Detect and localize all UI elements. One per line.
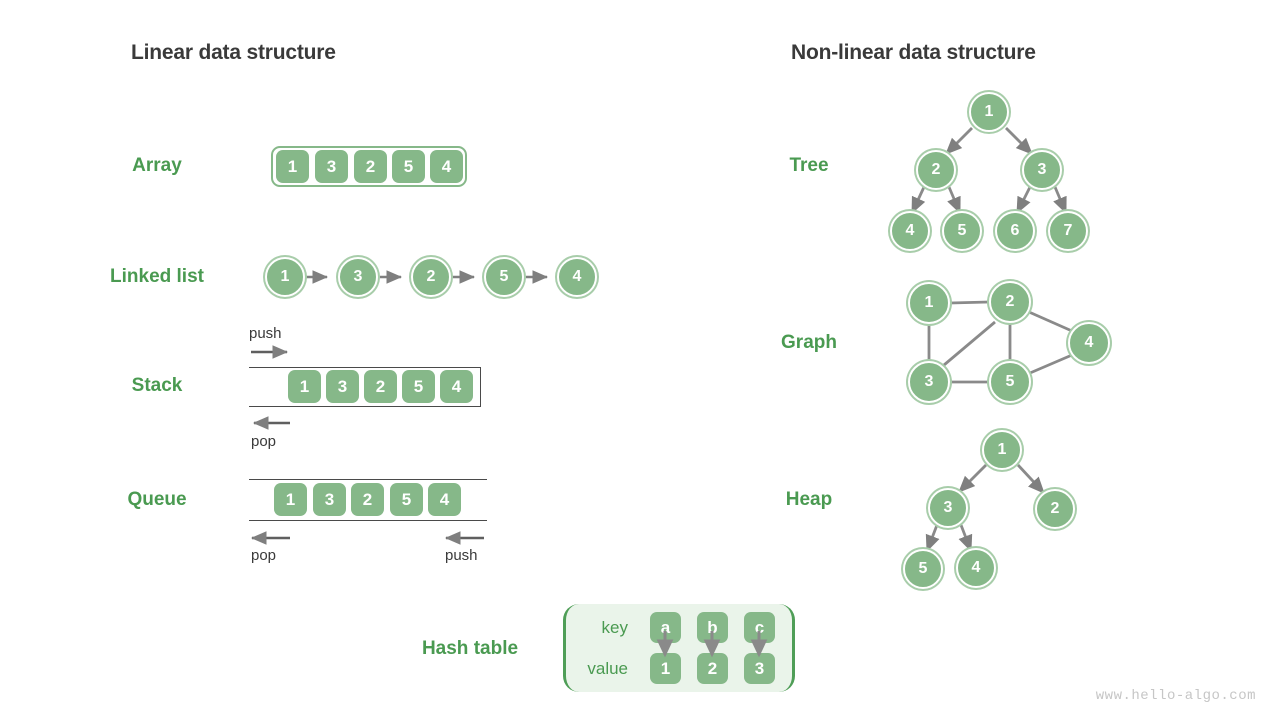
array-cell[interactable]: 2 bbox=[354, 150, 387, 183]
row-label-stack: Stack bbox=[131, 375, 183, 396]
tree-node-root[interactable]: 1 bbox=[969, 92, 1009, 132]
heap-node-root[interactable]: 1 bbox=[982, 430, 1022, 470]
stack-cell[interactable]: 2 bbox=[364, 370, 397, 403]
queue-cell[interactable]: 1 bbox=[274, 483, 307, 516]
stack-push-label: push bbox=[249, 325, 282, 342]
hash-value-cell[interactable]: 3 bbox=[744, 653, 775, 684]
watermark: www.hello-algo.com bbox=[1095, 688, 1256, 704]
linked-list-node[interactable]: 4 bbox=[557, 257, 597, 297]
stack-cell[interactable]: 1 bbox=[288, 370, 321, 403]
stack-cell[interactable]: 5 bbox=[402, 370, 435, 403]
graph-node[interactable]: 3 bbox=[908, 361, 950, 403]
hash-key-cell[interactable]: c bbox=[744, 612, 775, 643]
linked-list-node[interactable]: 3 bbox=[338, 257, 378, 297]
hash-value-cell[interactable]: 1 bbox=[650, 653, 681, 684]
heap-node[interactable]: 5 bbox=[903, 549, 943, 589]
array-cell[interactable]: 1 bbox=[276, 150, 309, 183]
linked-list-node[interactable]: 5 bbox=[484, 257, 524, 297]
graph-node[interactable]: 5 bbox=[989, 361, 1031, 403]
queue-cell[interactable]: 4 bbox=[428, 483, 461, 516]
row-label-graph: Graph bbox=[781, 332, 837, 353]
stack-cell[interactable]: 4 bbox=[440, 370, 473, 403]
heap-node[interactable]: 2 bbox=[1035, 489, 1075, 529]
row-label-array: Array bbox=[132, 155, 182, 176]
linked-list-node[interactable]: 1 bbox=[265, 257, 305, 297]
stack-pop-label: pop bbox=[251, 433, 277, 450]
row-label-linked-list: Linked list bbox=[110, 266, 204, 287]
hash-key-cell[interactable]: a bbox=[650, 612, 681, 643]
row-label-heap: Heap bbox=[785, 489, 833, 510]
tree-node[interactable]: 5 bbox=[942, 211, 982, 251]
tree-node[interactable]: 3 bbox=[1022, 150, 1062, 190]
tree-node[interactable]: 6 bbox=[995, 211, 1035, 251]
queue-cell[interactable]: 3 bbox=[313, 483, 346, 516]
row-label-queue: Queue bbox=[127, 489, 187, 510]
array-cell[interactable]: 5 bbox=[392, 150, 425, 183]
queue-cell[interactable]: 5 bbox=[390, 483, 423, 516]
graph-node[interactable]: 1 bbox=[908, 282, 950, 324]
queue-frame bbox=[249, 479, 487, 521]
graph-node[interactable]: 2 bbox=[989, 281, 1031, 323]
heap-node[interactable]: 3 bbox=[928, 488, 968, 528]
array-cell[interactable]: 3 bbox=[315, 150, 348, 183]
stack-cell[interactable]: 3 bbox=[326, 370, 359, 403]
hash-key-cell[interactable]: b bbox=[697, 612, 728, 643]
linked-list-node[interactable]: 2 bbox=[411, 257, 451, 297]
array-frame bbox=[271, 146, 467, 187]
array-cell[interactable]: 4 bbox=[430, 150, 463, 183]
queue-pop-label: pop bbox=[251, 547, 277, 564]
heap-node[interactable]: 4 bbox=[956, 548, 996, 588]
row-label-hash-table: Hash table bbox=[421, 638, 519, 659]
nonlinear-section-title: Non-linear data structure bbox=[791, 41, 1036, 64]
tree-node[interactable]: 2 bbox=[916, 150, 956, 190]
queue-cell[interactable]: 2 bbox=[351, 483, 384, 516]
tree-node[interactable]: 4 bbox=[890, 211, 930, 251]
graph-node[interactable]: 4 bbox=[1068, 322, 1110, 364]
stack-frame bbox=[249, 367, 481, 407]
hash-key-label: key bbox=[601, 618, 628, 637]
hash-value-label: value bbox=[587, 659, 628, 678]
linear-section-title: Linear data structure bbox=[131, 41, 336, 64]
hash-value-cell[interactable]: 2 bbox=[697, 653, 728, 684]
tree-node[interactable]: 7 bbox=[1048, 211, 1088, 251]
queue-push-label: push bbox=[445, 547, 478, 564]
row-label-tree: Tree bbox=[789, 155, 829, 176]
